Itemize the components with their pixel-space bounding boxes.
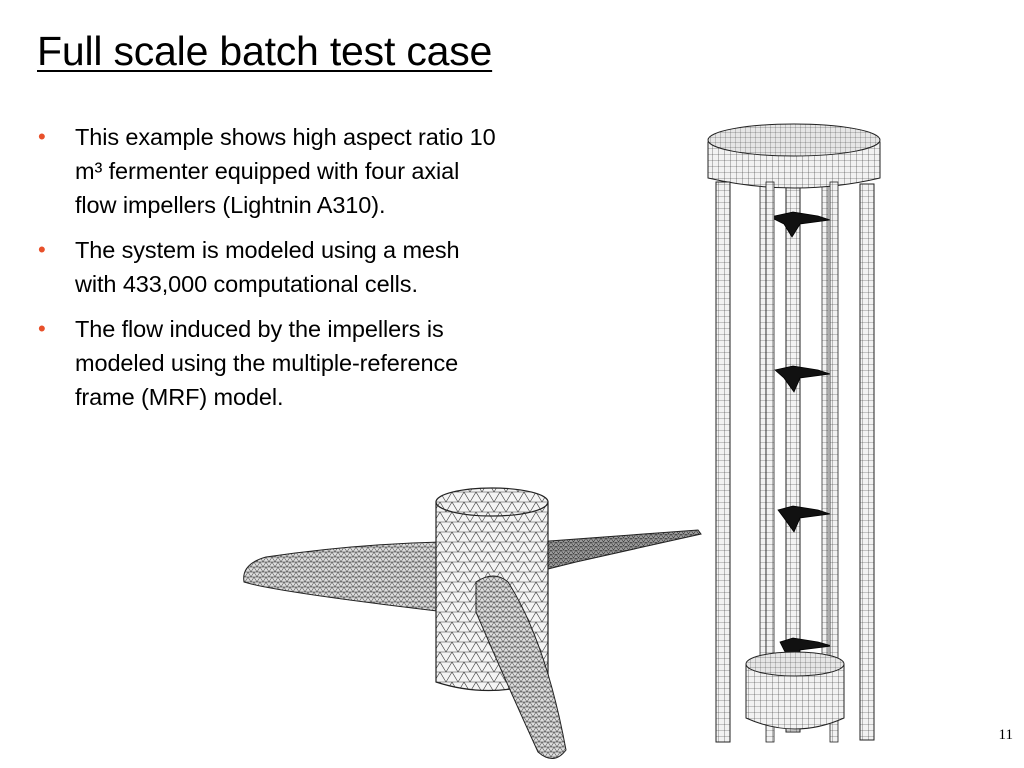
fermenter-mesh-figure xyxy=(707,123,881,743)
bullet-item: • The flow induced by the impellers is m… xyxy=(38,312,498,414)
bullet-marker-icon: • xyxy=(38,316,46,341)
bullet-text: This example shows high aspect ratio 10 … xyxy=(75,124,496,218)
bullet-item: • The system is modeled using a mesh wit… xyxy=(38,233,498,301)
bullet-item: • This example shows high aspect ratio 1… xyxy=(38,120,498,222)
impeller-mesh-figure xyxy=(243,487,702,759)
slide-title: Full scale batch test case xyxy=(37,28,493,74)
bullet-text: The flow induced by the impellers is mod… xyxy=(75,316,459,410)
bullet-marker-icon: • xyxy=(38,237,46,262)
bullet-text: The system is modeled using a mesh with … xyxy=(75,237,460,297)
bullet-marker-icon: • xyxy=(38,124,46,149)
page-number: 11 xyxy=(998,727,1013,743)
bullet-list: • This example shows high aspect ratio 1… xyxy=(38,120,498,425)
